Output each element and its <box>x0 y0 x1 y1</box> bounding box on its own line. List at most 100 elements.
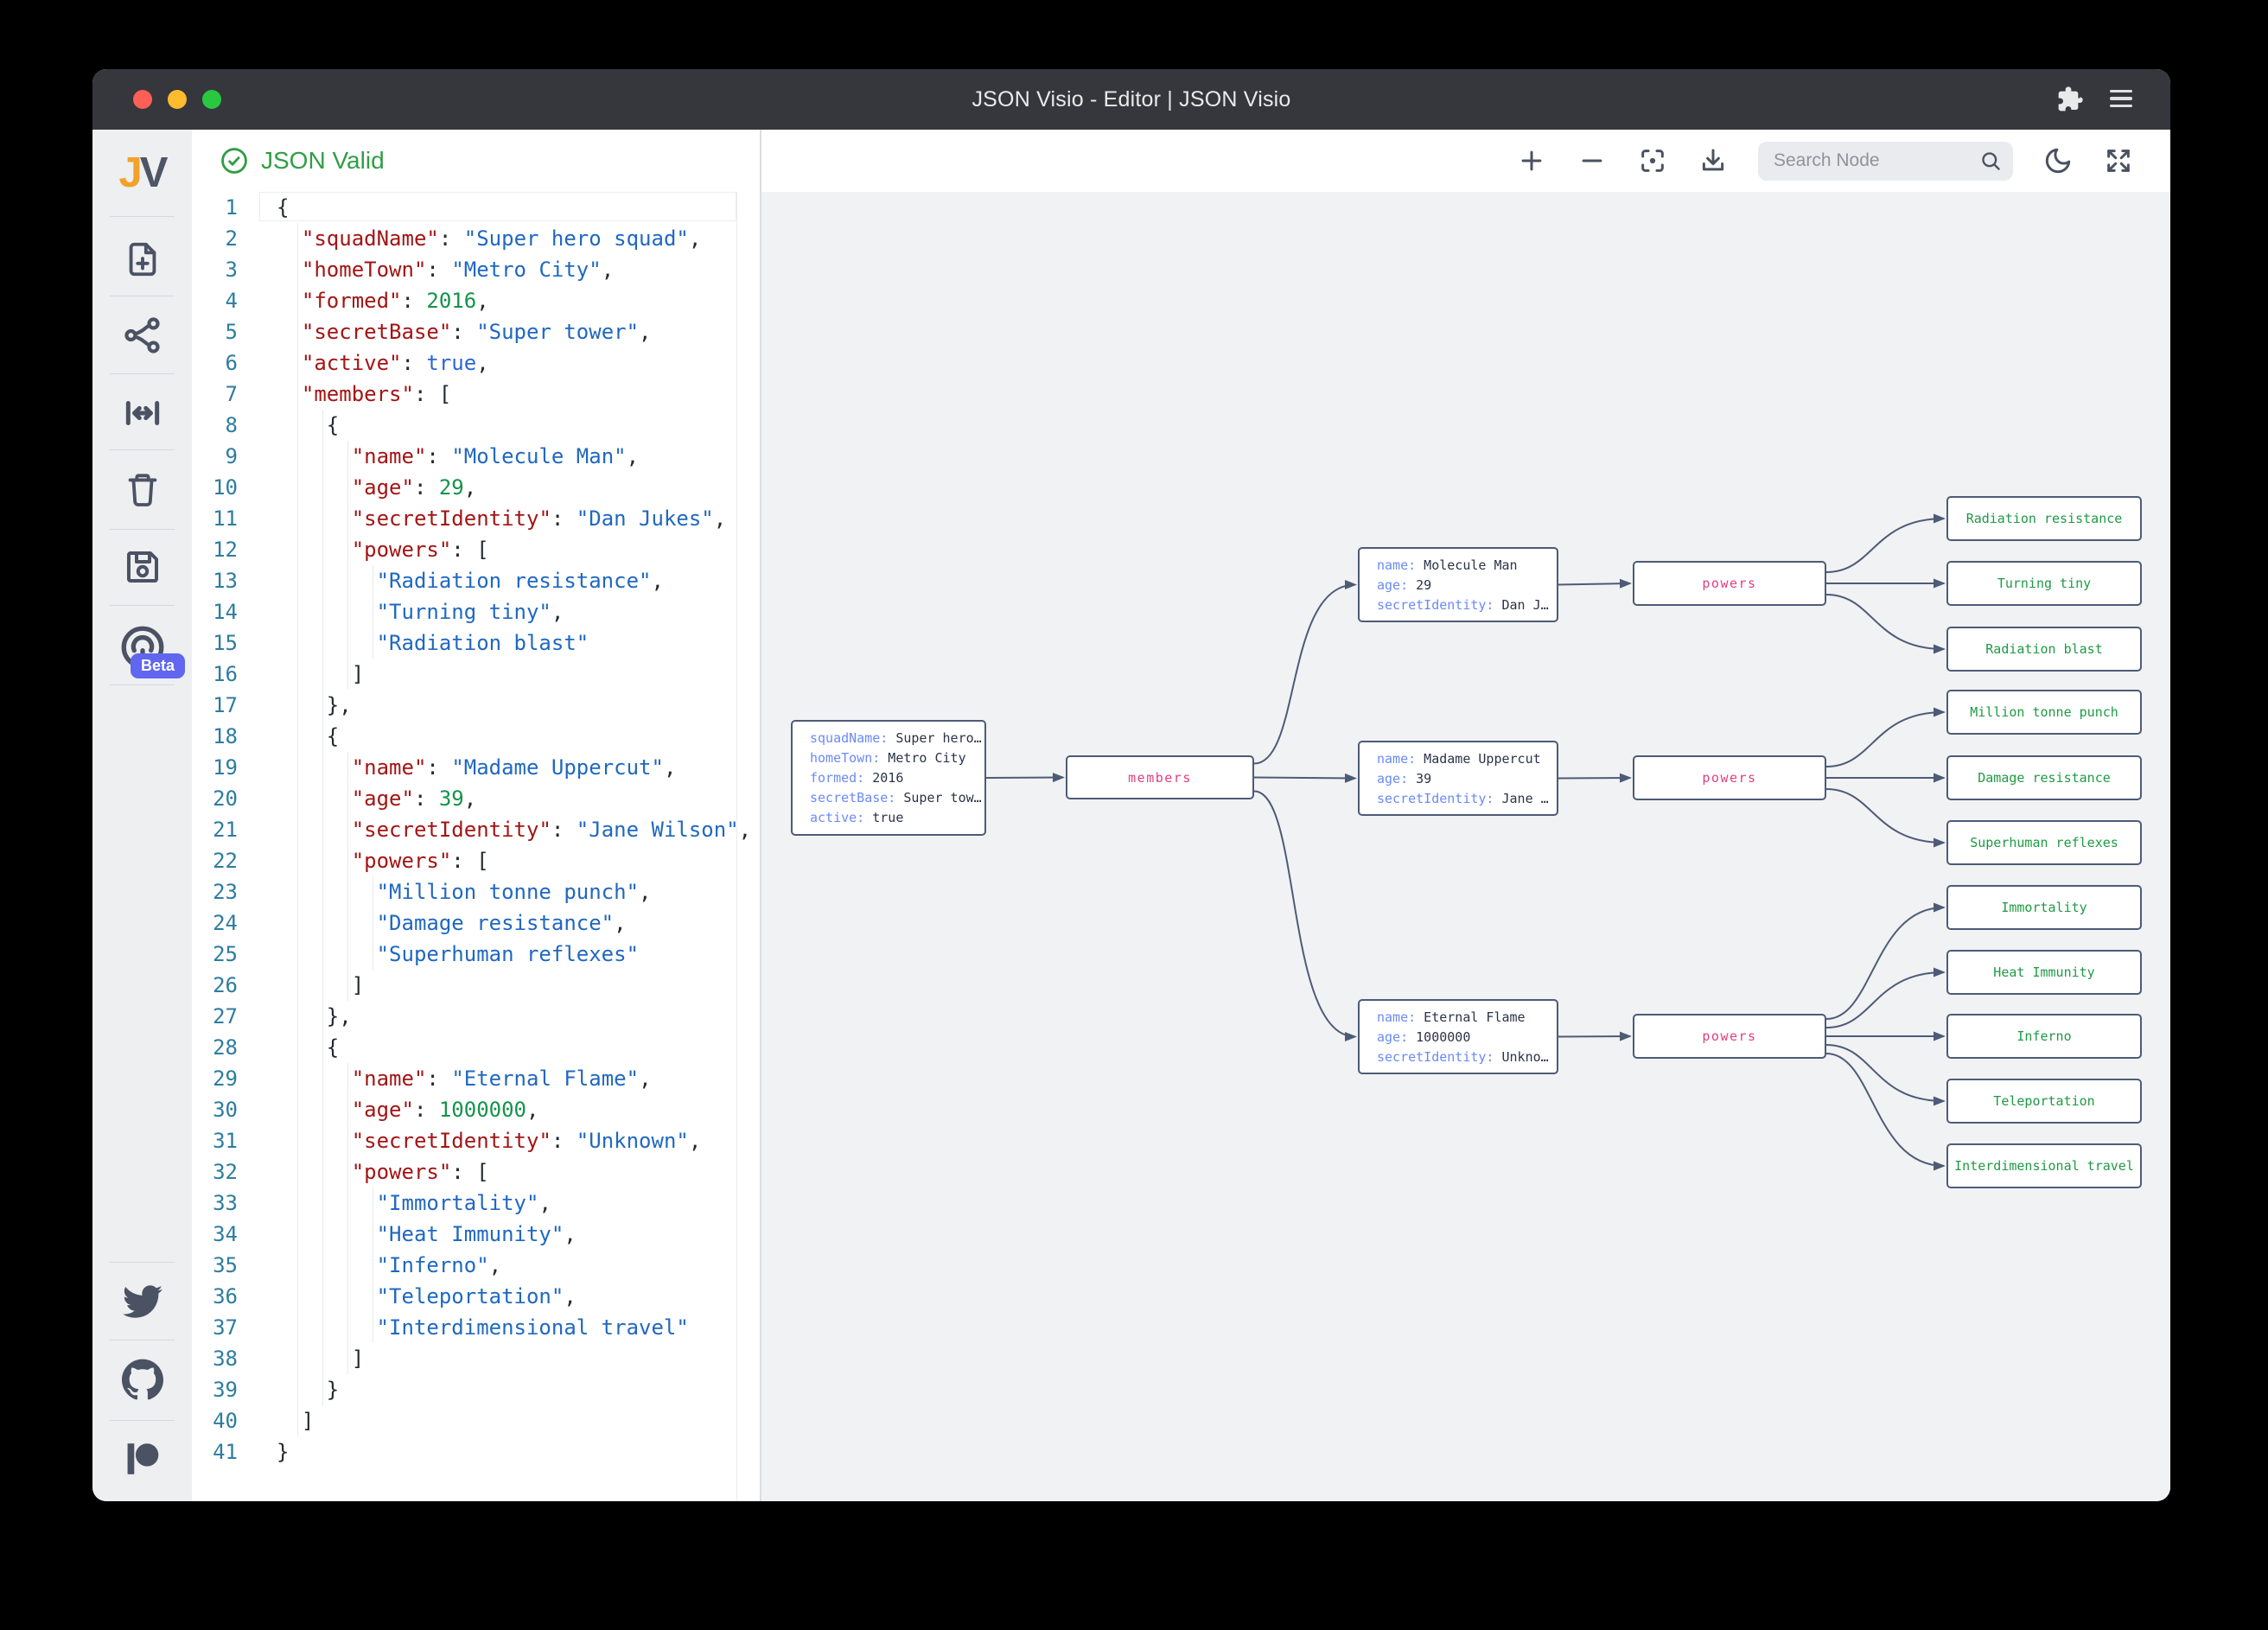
graph-node-members[interactable]: members <box>1066 755 1254 799</box>
node-row: age: 39 <box>1377 771 1432 786</box>
json-editor[interactable]: 1{2 "squadName": "Super hero squad",3 "h… <box>192 192 761 1501</box>
expand-width-button[interactable] <box>92 391 192 436</box>
close-button[interactable] <box>133 90 152 109</box>
indent-guide <box>297 845 298 876</box>
line-number: 2 <box>225 226 238 251</box>
graph-leaf-0[interactable]: Radiation resistance <box>1946 496 2142 541</box>
code-line: 32 "powers": [ <box>192 1156 761 1187</box>
indent-guide <box>297 1187 298 1219</box>
indent-guide <box>322 752 323 783</box>
center-focus-button[interactable] <box>1637 145 1668 176</box>
graph-leaf-1[interactable]: Turning tiny <box>1946 561 2142 606</box>
indent-guide <box>322 783 323 814</box>
graph-leaf-6[interactable]: Immortality <box>1946 885 2142 930</box>
graph-node-powers-1[interactable]: powers <box>1633 755 1826 800</box>
graph-leaf-5[interactable]: Superhuman reflexes <box>1946 820 2142 865</box>
zoom-button[interactable] <box>202 90 221 109</box>
graph-toolbar <box>1516 130 2134 192</box>
line-number: 21 <box>213 818 238 842</box>
code-line: 2 "squadName": "Super hero squad", <box>192 223 761 254</box>
indent-guide <box>297 939 298 970</box>
code-line: 33 "Immortality", <box>192 1187 761 1219</box>
clear-button[interactable] <box>92 465 192 513</box>
app-logo[interactable]: JV <box>118 150 169 196</box>
new-document-button[interactable] <box>92 235 192 283</box>
graph-node-root[interactable]: squadName: Super hero…homeTown: Metro Ci… <box>791 720 986 836</box>
line-number: 18 <box>213 724 238 748</box>
indent-guide <box>322 1374 323 1405</box>
line-number: 32 <box>213 1160 238 1184</box>
indent-guide <box>322 596 323 627</box>
fullscreen-button[interactable] <box>2103 145 2134 176</box>
indent-guide <box>297 1032 298 1063</box>
indent-guide <box>347 845 348 876</box>
graph-leaf-10[interactable]: Interdimensional travel <box>1946 1143 2142 1188</box>
search-icon[interactable] <box>1979 150 2003 173</box>
indent-guide <box>297 752 298 783</box>
indent-guide <box>322 721 323 752</box>
indent-guide <box>322 534 323 565</box>
browser-menu-icon[interactable] <box>2110 86 2137 113</box>
graph-leaf-4[interactable]: Damage resistance <box>1946 755 2142 800</box>
extension-icon[interactable] <box>2056 86 2084 113</box>
graph-edge <box>1825 902 1946 1020</box>
code-line: 36 "Teleportation", <box>192 1281 761 1312</box>
graph-leaf-8[interactable]: Inferno <box>1946 1014 2142 1059</box>
code-line: 13 "Radiation resistance", <box>192 565 761 596</box>
patreon-link[interactable] <box>92 1436 192 1481</box>
indent-guide <box>347 752 348 783</box>
indent-guide <box>297 316 298 347</box>
code-line: 12 "powers": [ <box>192 534 761 565</box>
indent-guide <box>297 627 298 659</box>
graph-edge <box>1558 1031 1632 1041</box>
graph-node-powers-0[interactable]: powers <box>1633 561 1826 606</box>
indent-guide <box>297 254 298 285</box>
indent-guide <box>297 379 298 410</box>
code-line: 11 "secretIdentity": "Dan Jukes", <box>192 503 761 534</box>
twitter-link[interactable] <box>92 1279 192 1324</box>
indent-guide <box>347 596 348 627</box>
code-line: 27 }, <box>192 1001 761 1032</box>
code-line: 37 "Interdimensional travel" <box>192 1312 761 1343</box>
indent-guide <box>322 1001 323 1032</box>
indent-guide <box>322 876 323 907</box>
divider <box>110 449 175 450</box>
code-line: 17 }, <box>192 690 761 721</box>
indent-guide <box>297 1125 298 1156</box>
graph-node-powers-2[interactable]: powers <box>1633 1014 1826 1059</box>
line-number: 34 <box>213 1222 238 1246</box>
indent-guide <box>297 1156 298 1187</box>
current-line-highlight <box>259 192 736 221</box>
graph-leaf-2[interactable]: Radiation blast <box>1946 627 2142 672</box>
line-number: 36 <box>213 1284 238 1308</box>
zoom-out-button[interactable] <box>1577 145 1608 176</box>
line-number: 5 <box>225 320 238 344</box>
divider <box>110 684 175 685</box>
save-button[interactable] <box>92 543 192 591</box>
minimize-button[interactable] <box>168 90 187 109</box>
indent-guide <box>297 534 298 565</box>
panel-divider[interactable] <box>760 130 761 1501</box>
theme-toggle-button[interactable] <box>2042 145 2074 176</box>
code-line: 9 "name": "Molecule Man", <box>192 441 761 472</box>
graph-canvas[interactable]: squadName: Super hero…homeTown: Metro Ci… <box>761 192 2170 1501</box>
node-row: squadName: Super hero… <box>810 730 982 746</box>
code-line: 40 ] <box>192 1405 761 1436</box>
code-line: 5 "secretBase": "Super tower", <box>192 316 761 347</box>
graph-leaf-3[interactable]: Million tonne punch <box>1946 690 2142 735</box>
zoom-in-button[interactable] <box>1516 145 1547 176</box>
indent-guide <box>297 659 298 690</box>
download-button[interactable] <box>1698 145 1729 176</box>
code-line: 30 "age": 1000000, <box>192 1094 761 1125</box>
graph-leaf-7[interactable]: Heat Immunity <box>1946 950 2142 995</box>
search-node-input[interactable] <box>1758 141 2013 181</box>
github-link[interactable] <box>92 1357 192 1402</box>
code-line: 18 { <box>192 721 761 752</box>
graph-leaf-9[interactable]: Teleportation <box>1946 1079 2142 1124</box>
graph-view-button[interactable] <box>92 311 192 360</box>
indent-guide <box>297 1250 298 1281</box>
